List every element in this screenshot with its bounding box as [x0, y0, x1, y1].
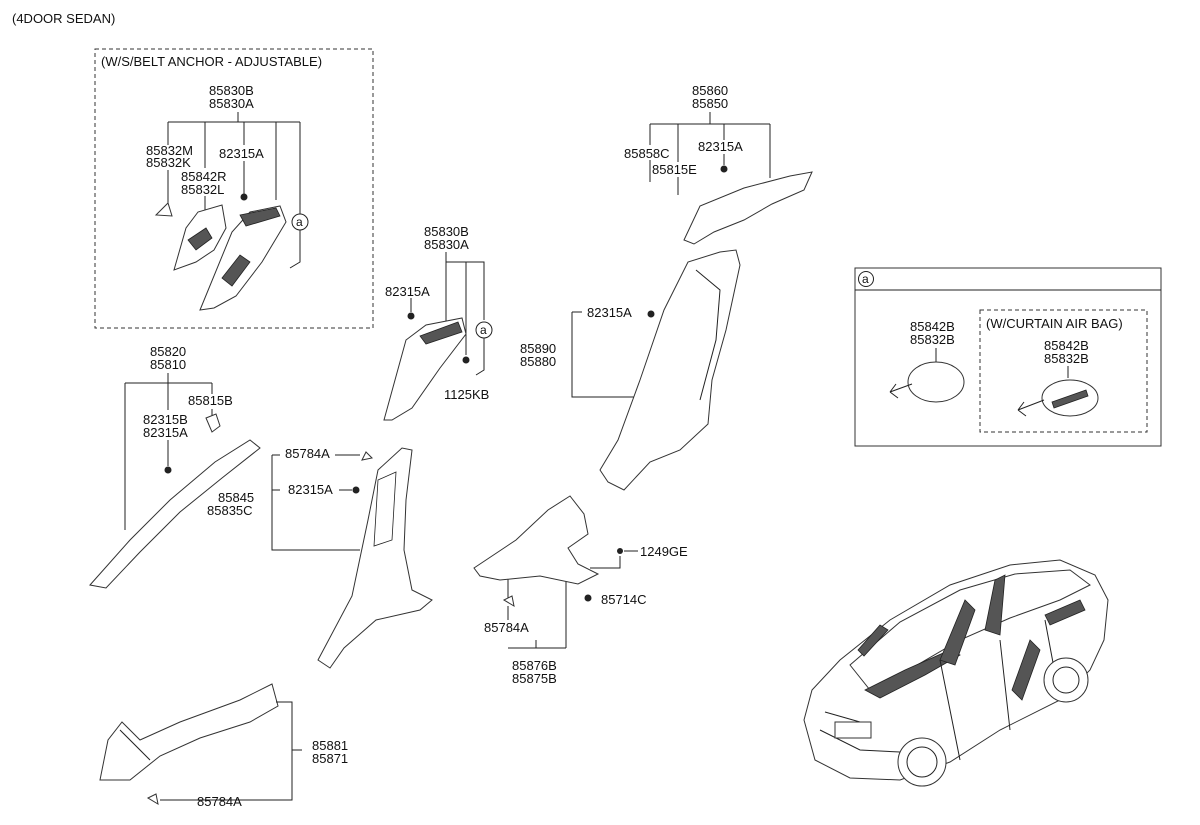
- adjustable-belt-anchor-box: [94, 48, 374, 329]
- rs-wheelhouse-trim-part: [473, 495, 600, 585]
- detail-a-marker: a: [858, 271, 874, 287]
- callout-adj-cover-2[interactable]: 85832L: [181, 182, 224, 197]
- cl-clip-icon: [361, 451, 374, 461]
- callout-ap-2[interactable]: 85810: [150, 357, 186, 372]
- curtain-airbag-box: [979, 309, 1148, 433]
- qtr-trim-edge: [695, 269, 721, 401]
- ap-screw-icon: [164, 466, 172, 474]
- callout-cl-2[interactable]: 85835C: [207, 503, 253, 518]
- sc-clip-icon: [146, 793, 159, 806]
- callout-adj-top-2[interactable]: 85830A: [209, 96, 254, 111]
- sc-side-sill-part: [99, 683, 279, 781]
- callout-qtr-screw[interactable]: 82315A: [587, 305, 632, 320]
- rs-screw-leader: [590, 550, 638, 569]
- callout-cp-screw[interactable]: 82315A: [698, 139, 743, 154]
- ap-pillar-trim-part: [89, 439, 261, 589]
- bp-anchor-icon: [419, 321, 463, 345]
- callout-ap-screw-1[interactable]: 82315B: [143, 412, 188, 427]
- callout-rs-1[interactable]: 85876B: [512, 658, 557, 673]
- qtr-screw-icon: [647, 310, 655, 318]
- cp-upper-trim-part: [683, 171, 813, 245]
- callout-ap-clip[interactable]: 85815B: [188, 393, 233, 408]
- rs-clip-icon: [502, 595, 515, 608]
- callout-qtr-2[interactable]: 85880: [520, 354, 556, 369]
- cp-leader-lines: [649, 112, 771, 195]
- callout-a-cover-1[interactable]: 85842B: [910, 319, 955, 334]
- bp-leader-lines: [410, 252, 485, 376]
- adj-clip-part: [154, 202, 173, 217]
- sedan-illustration-icon: [803, 559, 1109, 787]
- bp-upper-pillar-part: [383, 317, 467, 421]
- adj-cutout-icon: [221, 254, 251, 287]
- callout-cp-top-2[interactable]: 85850: [692, 96, 728, 111]
- airbag-badge-icon: [1051, 389, 1089, 409]
- bp-marker-a[interactable]: a: [475, 321, 493, 339]
- callout-rs-clip[interactable]: 85784A: [484, 620, 529, 635]
- adj-marker-leader: [289, 230, 301, 269]
- cp-screw-icon: [720, 165, 728, 173]
- cl-leader-lines: [271, 454, 360, 551]
- adj-cover-hole-icon: [187, 227, 213, 251]
- adjustable-box-title: (W/S/BELT ANCHOR - ADJUSTABLE): [101, 54, 322, 69]
- adj-screw-icon: [240, 193, 248, 201]
- callout-adj-screw[interactable]: 82315A: [219, 146, 264, 161]
- callout-qtr-1[interactable]: 85890: [520, 341, 556, 356]
- detail-a-box: [854, 267, 1162, 447]
- callout-rs-nut[interactable]: 85714C: [601, 592, 647, 607]
- callout-bp-bolt[interactable]: 1125KB: [444, 387, 489, 402]
- curtain-airbag-title: (W/CURTAIN AIR BAG): [986, 316, 1123, 331]
- callout-cp-top-1[interactable]: 85860: [692, 83, 728, 98]
- callout-cl-clip[interactable]: 85784A: [285, 446, 330, 461]
- ap-leader-lines: [124, 373, 213, 530]
- callout-adj-clip-1[interactable]: 85832M: [146, 143, 193, 158]
- callout-a-cover-2[interactable]: 85832B: [910, 332, 955, 347]
- callout-sc-2[interactable]: 85871: [312, 751, 348, 766]
- ap-clip-icon: [205, 413, 221, 433]
- callout-a-bag-1[interactable]: 85842B: [1044, 338, 1089, 353]
- adj-leader-lines: [167, 112, 301, 214]
- a-cover-part: [907, 361, 965, 403]
- adj-belt-anchor-icon: [239, 207, 281, 227]
- callout-bp-top-1[interactable]: 85830B: [424, 224, 469, 239]
- callout-rs-screw[interactable]: 1249GE: [640, 544, 688, 559]
- a-cover-arrow-icon: [889, 383, 913, 399]
- callout-a-bag-2[interactable]: 85832B: [1044, 351, 1089, 366]
- qtr-leader-lines: [571, 311, 640, 398]
- callout-cp-clip2[interactable]: 85815E: [652, 162, 697, 177]
- callout-sc-1[interactable]: 85881: [312, 738, 348, 753]
- variant-label: (4DOOR SEDAN): [12, 11, 115, 26]
- cl-center-pillar-part: [317, 447, 433, 669]
- callout-ap-screw-2[interactable]: 82315A: [143, 425, 188, 440]
- callout-ap-1[interactable]: 85820: [150, 344, 186, 359]
- svg-text:a: a: [296, 215, 303, 229]
- svg-text:a: a: [480, 323, 487, 337]
- callout-adj-clip-2[interactable]: 85832K: [146, 155, 191, 170]
- rs-nut-icon: [584, 594, 592, 602]
- cl-screw-icon: [352, 486, 360, 494]
- rs-screw-icon: [617, 548, 623, 554]
- callout-sc-clip[interactable]: 85784A: [197, 794, 242, 809]
- callout-bp-top-2[interactable]: 85830A: [424, 237, 469, 252]
- cl-pillar-panel-icon: [373, 471, 397, 547]
- adj-marker-a[interactable]: a: [291, 213, 309, 231]
- callout-adj-top-1[interactable]: 85830B: [209, 83, 254, 98]
- sc-sill-edge: [119, 729, 151, 761]
- callout-cp-clip[interactable]: 85858C: [624, 146, 670, 161]
- svg-text:a: a: [862, 272, 869, 286]
- callout-cl-1[interactable]: 85845: [218, 490, 254, 505]
- callout-cl-screw[interactable]: 82315A: [288, 482, 333, 497]
- callout-rs-2[interactable]: 85875B: [512, 671, 557, 686]
- bp-screw-icon: [407, 312, 415, 320]
- rs-leader-lines: [507, 575, 567, 649]
- callout-adj-cover-1[interactable]: 85842R: [181, 169, 227, 184]
- bp-bolt-icon: [462, 356, 470, 364]
- callout-bp-screw[interactable]: 82315A: [385, 284, 430, 299]
- sc-leader-lines: [160, 701, 302, 801]
- a-bag-arrow-icon: [1017, 399, 1045, 417]
- qtr-inner-trim-part: [599, 249, 741, 491]
